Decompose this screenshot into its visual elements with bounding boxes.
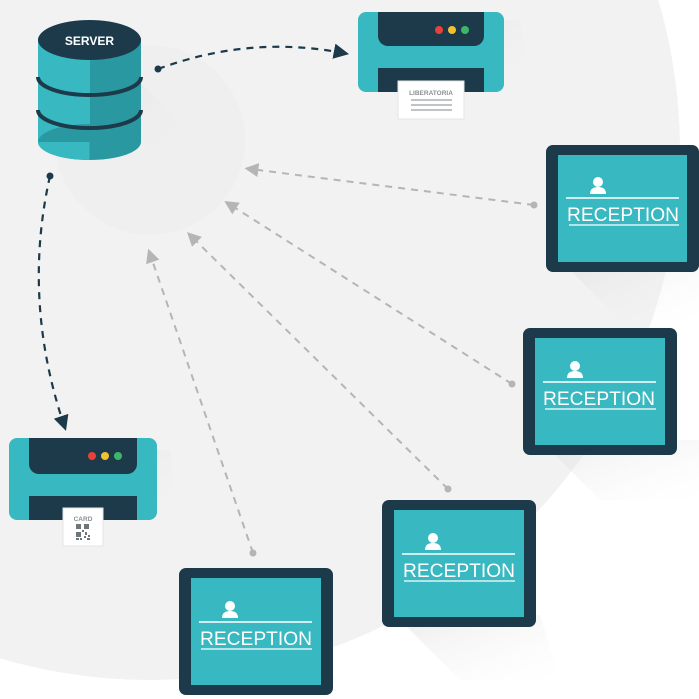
person-icon (222, 601, 238, 618)
arrow-reception-2-dot (508, 380, 516, 388)
server-label: SERVER (65, 34, 114, 48)
arrow-reception-3-to-server (187, 232, 449, 490)
reception-terminal-2 (523, 328, 699, 500)
printer-bottom-icon (9, 438, 180, 547)
arrow-server-to-bottom-printer (37, 175, 69, 431)
reception-terminal-3 (382, 500, 560, 680)
reception-terminal-3-label: RECEPTION (403, 561, 515, 582)
reception-terminal-4-label: RECEPTION (200, 629, 312, 650)
printer-top-led-green (461, 26, 469, 34)
reception-terminal-4 (179, 568, 333, 695)
arrow-reception-4-to-server (146, 248, 254, 554)
printer-top-paper-label: LIBERATORIA (409, 90, 453, 97)
printer-bottom-led-green (114, 452, 122, 460)
arrow-reception-2-to-server (224, 200, 513, 385)
arrow-reception-4-dot (249, 549, 257, 557)
printer-bottom-led-red (88, 452, 96, 460)
printer-top-led-yellow (448, 26, 456, 34)
printer-bottom-led-yellow (101, 452, 109, 460)
person-icon (590, 177, 606, 194)
arrow-reception-1-to-server (244, 163, 535, 206)
reception-terminal-1-label: RECEPTION (567, 205, 679, 226)
arrow-start-dot-bottom (46, 172, 54, 180)
printer-bottom-card-label: CARD (74, 516, 93, 523)
printer-bottom-card (62, 507, 104, 547)
reception-terminal-1 (546, 145, 699, 320)
printer-top-icon (358, 12, 530, 120)
arrow-reception-3-dot (444, 485, 452, 493)
server-database-icon (36, 20, 205, 170)
printer-top-led-red (435, 26, 443, 34)
reception-terminal-2-label: RECEPTION (543, 389, 655, 410)
person-icon (425, 533, 441, 550)
arrow-server-to-top-printer (157, 43, 350, 71)
arrow-start-dot-top (154, 65, 162, 73)
person-icon (567, 361, 583, 378)
qr-code-icon (76, 524, 90, 540)
arrow-reception-1-dot (530, 201, 538, 209)
